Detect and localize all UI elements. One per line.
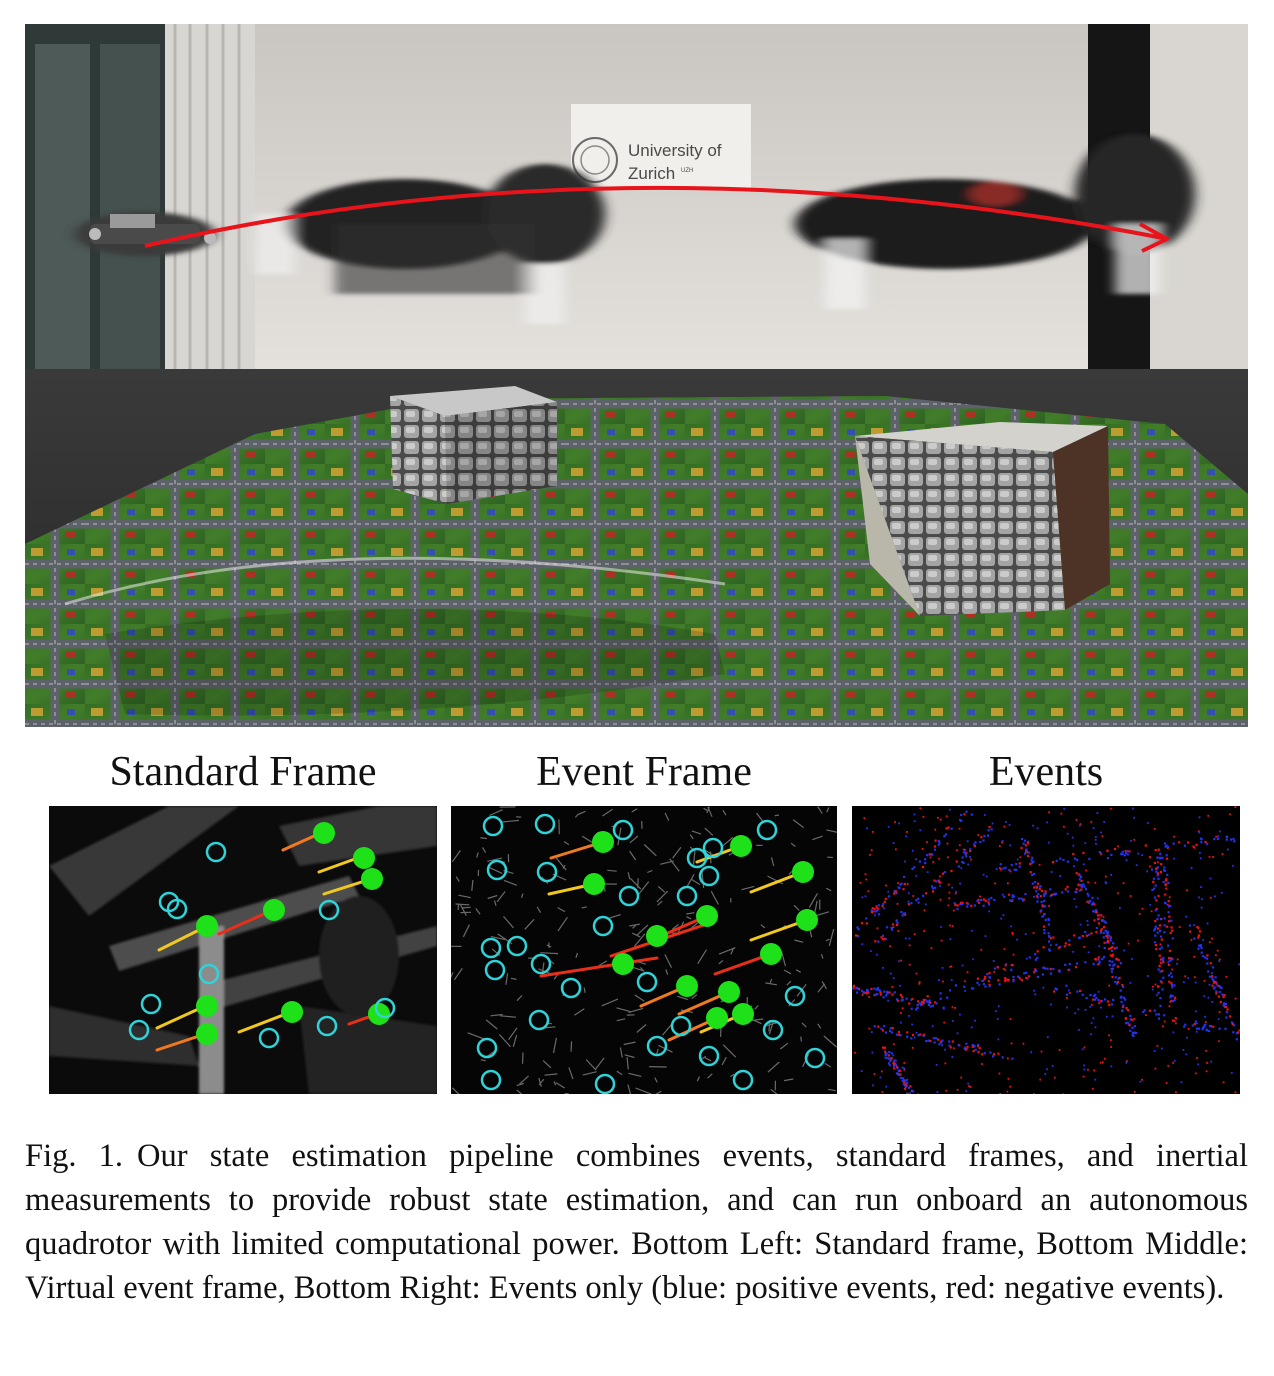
event-frame-panel	[451, 806, 837, 1094]
tracked-features	[583, 831, 818, 1029]
figure-caption: Fig. 1.Our state estimation pipeline com…	[25, 1134, 1248, 1310]
cobblestone-box-left	[390, 386, 557, 504]
candidate-features	[476, 813, 826, 1094]
experiment-photo: University of Zurich UZH	[25, 24, 1248, 727]
panel-title-event-frame: Event Frame	[536, 749, 752, 795]
standard-frame-panel	[49, 806, 437, 1094]
sign-university-of: University of	[628, 141, 722, 160]
standard-frame-image	[49, 806, 437, 1094]
caption-text: Our state estimation pipeline combines e…	[25, 1138, 1249, 1306]
trajectory-arrow	[144, 185, 1169, 253]
events-panel	[852, 806, 1240, 1094]
panel-title-events: Events	[988, 749, 1104, 795]
sign-uzh: UZH	[681, 168, 693, 174]
event-frame-image	[451, 806, 837, 1094]
quadrotor-motion-blur	[75, 134, 1195, 324]
candidate-features	[128, 841, 396, 1049]
figure-label: Fig. 1.	[25, 1138, 124, 1174]
sign-zurich: Zurich	[628, 164, 675, 183]
experiment-scene: University of Zurich UZH	[25, 24, 1248, 727]
cobblestone-box-right	[855, 422, 1110, 616]
events-image	[852, 806, 1240, 1094]
panel-title-standard-frame: Standard Frame	[109, 749, 377, 795]
